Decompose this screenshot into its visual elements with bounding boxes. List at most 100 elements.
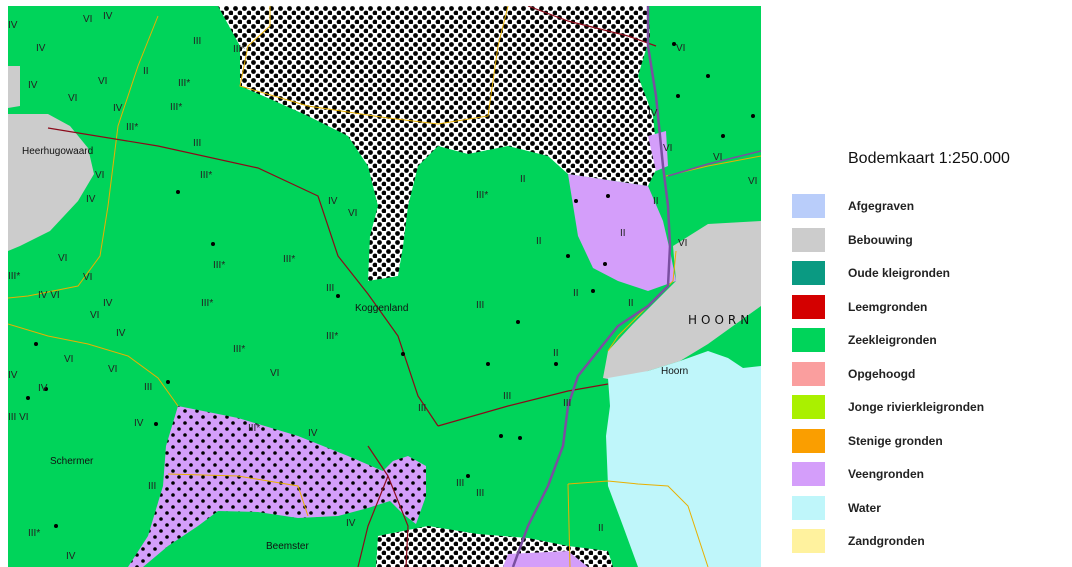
code-label: IV	[346, 518, 356, 529]
code-label: VI	[98, 76, 107, 87]
water-markermeer	[606, 351, 761, 567]
code-label: VI	[678, 238, 687, 249]
code-label: IV	[113, 103, 123, 114]
legend-item: Oude kleigronden	[790, 261, 1070, 285]
legend-label: Zandgronden	[848, 534, 925, 548]
legend-swatch	[792, 395, 825, 419]
code-label: III	[503, 391, 511, 402]
code-label: II	[598, 523, 604, 534]
place-hoorn-caps: HOORN	[688, 313, 753, 327]
code-label: III	[193, 138, 201, 149]
code-label: VI	[95, 170, 104, 181]
code-label: III*	[178, 78, 190, 89]
soil-map[interactable]: IV VI IV III III* IV VI III* II IV VI IV…	[8, 6, 761, 567]
legend-swatch	[792, 328, 825, 352]
code-label: IV	[328, 196, 338, 207]
code-label: III	[148, 481, 156, 492]
code-label: VI	[83, 14, 92, 25]
code-label: IV VI	[38, 290, 60, 301]
code-label: IV	[648, 108, 658, 119]
legend-item: Jonge rivierkleigronden	[790, 395, 1070, 419]
legend-swatch	[792, 529, 825, 553]
legend-swatch	[792, 194, 825, 218]
legend-swatch	[792, 227, 825, 252]
legend-item: Opgehoogd	[790, 361, 1070, 386]
code-label: III	[476, 488, 484, 499]
code-label: II	[536, 236, 542, 247]
place-hoorn: Hoorn	[661, 366, 688, 377]
code-label: III	[456, 478, 464, 489]
code-label: II	[553, 348, 559, 359]
legend-label: Leemgronden	[848, 299, 928, 314]
scattered-dots	[26, 42, 755, 528]
code-label: III*	[233, 44, 245, 55]
code-label: III*	[283, 254, 295, 265]
legend-label: Stenige gronden	[848, 433, 943, 448]
code-label: IV	[86, 194, 96, 205]
code-label: III*	[201, 298, 213, 309]
code-label: III	[193, 36, 201, 47]
code-label: IV	[103, 11, 113, 22]
soil-code-labels: IV VI IV III III* IV VI III* II IV VI IV…	[8, 11, 757, 562]
peat-dense-top	[218, 6, 658, 281]
code-label: VI	[348, 208, 357, 219]
place-koggenland: Koggenland	[355, 303, 408, 314]
hoorn-built-up	[603, 221, 761, 381]
code-label: VI	[748, 176, 757, 187]
code-label: VI	[108, 364, 117, 375]
place-heerhugowaard: Heerhugowaard	[22, 146, 93, 157]
code-label: II	[620, 228, 626, 239]
code-label: II	[573, 288, 579, 299]
legend-swatch	[792, 261, 825, 285]
code-label: IV	[103, 298, 113, 309]
code-label: III*	[126, 122, 138, 133]
legend-label: Water	[848, 500, 881, 515]
legend-label: Zeekleigronden	[848, 333, 937, 347]
code-label: III	[326, 283, 334, 294]
code-label: IV	[66, 551, 76, 562]
code-label: III	[476, 300, 484, 311]
code-label: II	[520, 174, 526, 185]
code-label: III*	[326, 331, 338, 342]
code-label: VI	[663, 143, 672, 154]
code-label: III	[144, 382, 152, 393]
code-label: II	[653, 196, 659, 207]
heerhugowaard-built-up	[8, 66, 94, 251]
legend-label: Opgehoogd	[848, 366, 916, 381]
code-label: VI	[90, 310, 99, 321]
code-label: IV	[308, 428, 318, 439]
legend-label: Afgegraven	[848, 199, 915, 213]
legend-label: Veengronden	[848, 467, 925, 481]
legend-swatch	[792, 462, 825, 486]
code-label: III*	[200, 170, 212, 181]
code-label: VI	[270, 368, 279, 379]
code-label: VI	[58, 253, 67, 264]
legend-item: Zandgronden	[790, 529, 1070, 553]
peat-east	[568, 174, 676, 291]
code-label: VI	[713, 152, 722, 163]
code-label: IV	[38, 383, 48, 394]
legend-label: Oude kleigronden	[848, 266, 951, 280]
place-beemster: Beemster	[266, 541, 309, 552]
code-label: IV	[28, 80, 38, 91]
code-label: III*	[28, 528, 40, 539]
legend-swatch	[792, 428, 825, 453]
code-label: III VI	[8, 412, 29, 423]
code-label: IV	[8, 20, 18, 31]
legend-item: Veengronden	[790, 462, 1070, 486]
code-label: III*	[170, 102, 182, 113]
legend-item: Water	[790, 495, 1070, 520]
code-label: IV	[116, 328, 126, 339]
code-label: II	[143, 66, 149, 77]
peat-southwest	[128, 406, 426, 567]
legend-item: Afgegraven	[790, 194, 1070, 218]
code-label: IV	[36, 43, 46, 54]
code-label: VI	[68, 93, 77, 104]
code-label: IV	[8, 370, 18, 381]
legend-label: Bebouwing	[848, 232, 913, 247]
municipal-borders	[8, 6, 761, 567]
legend-item: Bebouwing	[790, 227, 1070, 252]
code-label: III	[418, 403, 426, 414]
code-label: VI	[676, 43, 685, 54]
legend-label: Jonge rivierkleigronden	[848, 400, 985, 414]
